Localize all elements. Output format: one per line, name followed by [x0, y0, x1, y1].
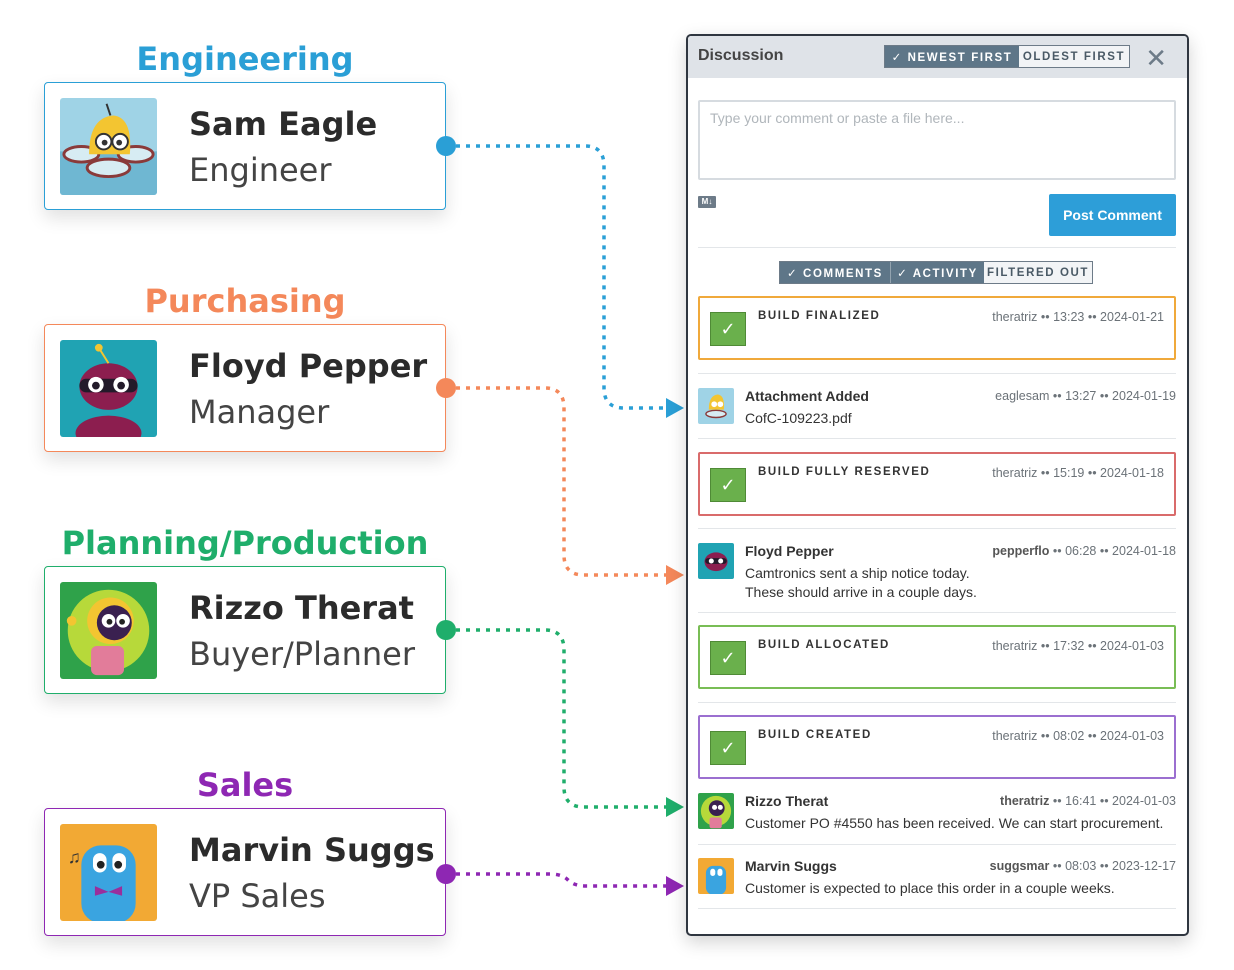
divider: [698, 373, 1176, 374]
green-robot-icon: [698, 793, 734, 829]
event-label: BUILD ALLOCATED: [758, 639, 890, 651]
comment-body: Camtronics sent a ship notice today.Thes…: [745, 565, 977, 600]
comment-author: Marvin Suggs: [745, 858, 837, 874]
svg-text:♫: ♫: [68, 847, 81, 867]
check-icon: ✓: [710, 468, 746, 502]
person-card-marvin-suggs: ♫ Marvin Suggs VP Sales: [44, 808, 446, 936]
green-robot-icon: [60, 582, 157, 679]
comment-input[interactable]: Type your comment or paste a file here..…: [698, 100, 1176, 180]
comment-rizzo-therat: Rizzo Therat theratriz •• 16:41 •• 2024-…: [698, 793, 1176, 837]
filter-activity[interactable]: ✓ ACTIVITY: [890, 262, 984, 283]
connector-sales: [446, 872, 668, 888]
event-meta: theratriz •• 17:32 •• 2024-01-03: [992, 639, 1164, 653]
arrow-planning: [666, 797, 684, 817]
person-name: Rizzo Therat: [189, 589, 414, 627]
event-label: BUILD CREATED: [758, 729, 872, 741]
sort-toggle: ✓ NEWEST FIRST OLDEST FIRST: [884, 45, 1130, 68]
connector-planning: [446, 628, 668, 809]
divider: [698, 528, 1176, 529]
comment-author: Floyd Pepper: [745, 543, 834, 559]
purple-robot-icon: [60, 340, 157, 437]
event-build-fully-reserved: ✓ BUILD FULLY RESERVED theratriz •• 15:1…: [698, 452, 1176, 516]
event-label: BUILD FULLY RESERVED: [758, 466, 931, 478]
event-label: BUILD FINALIZED: [758, 310, 881, 322]
comment-meta: pepperflo •• 06:28 •• 2024-01-18: [992, 544, 1176, 558]
divider: [698, 438, 1176, 439]
sort-oldest-first[interactable]: OLDEST FIRST: [1019, 46, 1129, 67]
event-meta: theratriz •• 15:19 •• 2024-01-18: [992, 466, 1164, 480]
filter-filtered-out[interactable]: FILTERED OUT: [984, 262, 1092, 283]
divider: [698, 612, 1176, 613]
comment-meta: suggsmar •• 08:03 •• 2023-12-17: [989, 859, 1176, 873]
blue-robot-icon: [698, 858, 734, 894]
department-title-engineering: Engineering: [136, 40, 354, 78]
comment-meta: theratriz •• 16:41 •• 2024-01-03: [1000, 794, 1176, 808]
comment-author: Attachment Added: [745, 388, 869, 404]
person-role: Buyer/Planner: [189, 635, 415, 673]
event-build-allocated: ✓ BUILD ALLOCATED theratriz •• 17:32 •• …: [698, 625, 1176, 689]
sort-newest-first[interactable]: ✓ NEWEST FIRST: [885, 46, 1019, 67]
drone-robot-icon: [60, 98, 157, 195]
event-meta: theratriz •• 08:02 •• 2024-01-03: [992, 729, 1164, 743]
divider: [698, 247, 1176, 248]
check-icon: ✓: [710, 641, 746, 675]
person-role: Manager: [189, 393, 330, 431]
person-role: Engineer: [189, 151, 332, 189]
divider: [698, 844, 1176, 845]
check-icon: ✓: [710, 731, 746, 765]
check-icon: ✓: [710, 312, 746, 346]
feed-filter-toggle: ✓ COMMENTS ✓ ACTIVITY FILTERED OUT: [779, 261, 1093, 284]
comment-attachment-added: Attachment Added eaglesam •• 13:27 •• 20…: [698, 388, 1176, 438]
drone-robot-icon: [698, 388, 734, 424]
connector-purchasing: [446, 386, 668, 577]
post-comment-button[interactable]: Post Comment: [1049, 194, 1176, 236]
comment-body: Customer is expected to place this order…: [745, 880, 1115, 896]
person-card-rizzo-therat: Rizzo Therat Buyer/Planner: [44, 566, 446, 694]
comment-author: Rizzo Therat: [745, 793, 829, 809]
arrow-sales: [666, 876, 684, 896]
attachment-link[interactable]: CofC-109223.pdf: [745, 410, 852, 426]
blue-robot-icon: ♫: [60, 824, 157, 921]
divider: [698, 702, 1176, 703]
close-icon[interactable]: ✕: [1145, 43, 1167, 73]
person-name: Floyd Pepper: [189, 347, 428, 385]
discussion-title: Discussion: [698, 47, 784, 64]
event-meta: theratriz •• 13:23 •• 2024-01-21: [992, 310, 1164, 324]
purple-robot-icon: [698, 543, 734, 579]
event-build-created: ✓ BUILD CREATED theratriz •• 08:02 •• 20…: [698, 715, 1176, 779]
discussion-header: Discussion ✓ NEWEST FIRST OLDEST FIRST ✕: [688, 36, 1187, 78]
person-card-floyd-pepper: Floyd Pepper Manager: [44, 324, 446, 452]
comment-meta: eaglesam •• 13:27 •• 2024-01-19: [995, 389, 1176, 403]
department-title-planning: Planning/Production: [61, 524, 429, 562]
arrow-engineering: [666, 398, 684, 418]
event-build-finalized: ✓ BUILD FINALIZED theratriz •• 13:23 •• …: [698, 296, 1176, 360]
department-title-sales: Sales: [196, 766, 294, 804]
divider: [698, 908, 1176, 909]
person-card-sam-eagle: Sam Eagle Engineer: [44, 82, 446, 210]
markdown-icon: M↓: [698, 196, 716, 208]
discussion-panel: Discussion ✓ NEWEST FIRST OLDEST FIRST ✕…: [686, 34, 1189, 936]
person-name: Marvin Suggs: [189, 831, 435, 869]
person-name: Sam Eagle: [189, 105, 378, 143]
connector-engineering: [446, 144, 668, 410]
comment-marvin-suggs: Marvin Suggs suggsmar •• 08:03 •• 2023-1…: [698, 858, 1176, 902]
department-title-purchasing: Purchasing: [144, 282, 346, 320]
comment-body: Customer PO #4550 has been received. We …: [745, 815, 1164, 831]
filter-comments[interactable]: ✓ COMMENTS: [780, 262, 890, 283]
arrow-purchasing: [666, 565, 684, 585]
person-role: VP Sales: [189, 877, 326, 915]
comment-floyd-pepper: Floyd Pepper pepperflo •• 06:28 •• 2024-…: [698, 543, 1176, 607]
